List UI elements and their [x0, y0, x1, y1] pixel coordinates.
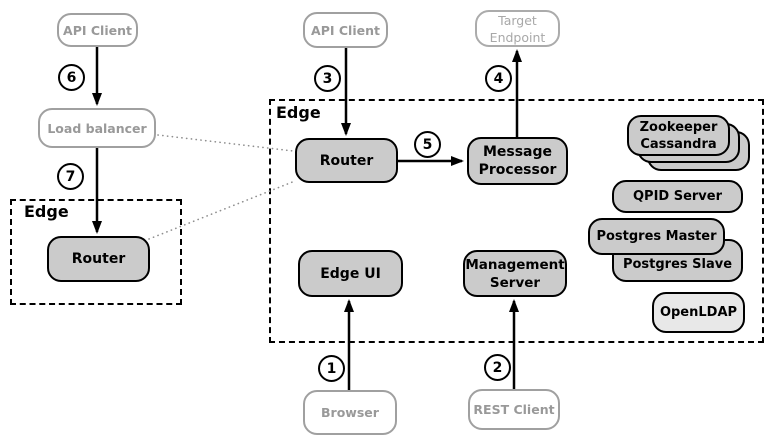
edge-ui-node: Edge UI	[298, 250, 403, 297]
step-number-4: 4	[493, 70, 504, 87]
step-badge-1: 1	[318, 355, 345, 382]
target-endpoint-label-line1: Target	[498, 12, 537, 28]
message-processor-label-line1: Message	[482, 144, 553, 160]
edge-region-left-label: Edge	[24, 202, 69, 221]
step-badge-3: 3	[314, 65, 341, 92]
rest-client-label: REST Client	[473, 402, 555, 417]
postgres-slave-label: Postgres Slave	[622, 257, 733, 272]
step-number-3: 3	[322, 70, 333, 87]
load-balancer-node: Load balancer	[38, 108, 156, 148]
target-endpoint-node: Target Endpoint	[475, 10, 560, 47]
router-main-label: Router	[319, 152, 374, 169]
openldap-label: OpenLDAP	[659, 305, 738, 320]
step-badge-4: 4	[485, 65, 512, 92]
step-number-2: 2	[492, 359, 503, 376]
step-number-6: 6	[66, 69, 77, 86]
browser-node: Browser	[303, 390, 397, 435]
load-balancer-label: Load balancer	[47, 120, 147, 136]
message-processor-label-line2: Processor	[478, 162, 557, 178]
router-main-node: Router	[295, 138, 398, 183]
zookeeper-label: Zookeeper	[639, 119, 718, 135]
cassandra-label: Cassandra	[640, 136, 717, 152]
edge-region-main-label: Edge	[276, 103, 321, 122]
management-server-node: Management Server	[463, 250, 567, 297]
step-badge-6: 6	[58, 64, 85, 91]
postgres-master-label: Postgres Master	[596, 229, 717, 244]
browser-label: Browser	[321, 405, 379, 420]
router-left-label: Router	[71, 251, 126, 267]
zookeeper-cassandra-node: Zookeeper Cassandra	[627, 115, 730, 156]
management-server-label-line1: Management	[465, 256, 565, 273]
qpid-server-label: QPID Server	[632, 189, 723, 204]
openldap-node: OpenLDAP	[652, 292, 745, 333]
step-badge-7: 7	[57, 163, 84, 190]
api-client-left-node: API Client	[57, 13, 138, 47]
message-processor-node: Message Processor	[467, 137, 568, 185]
edge-ui-label: Edge UI	[320, 265, 381, 282]
step-number-7: 7	[65, 168, 76, 185]
step-number-5: 5	[422, 136, 433, 153]
api-client-top-label: API Client	[311, 22, 380, 38]
router-left-node: Router	[47, 236, 150, 282]
step-badge-2: 2	[484, 354, 511, 381]
rest-client-node: REST Client	[468, 389, 560, 430]
api-client-left-label: API Client	[63, 22, 132, 38]
management-server-label-line2: Server	[489, 274, 541, 291]
target-endpoint-label-line2: Endpoint	[489, 29, 546, 45]
postgres-master-node: Postgres Master	[588, 218, 725, 255]
step-badge-5: 5	[414, 131, 441, 158]
api-client-top-node: API Client	[303, 12, 388, 48]
step-number-1: 1	[326, 360, 337, 377]
qpid-server-node: QPID Server	[612, 180, 743, 213]
